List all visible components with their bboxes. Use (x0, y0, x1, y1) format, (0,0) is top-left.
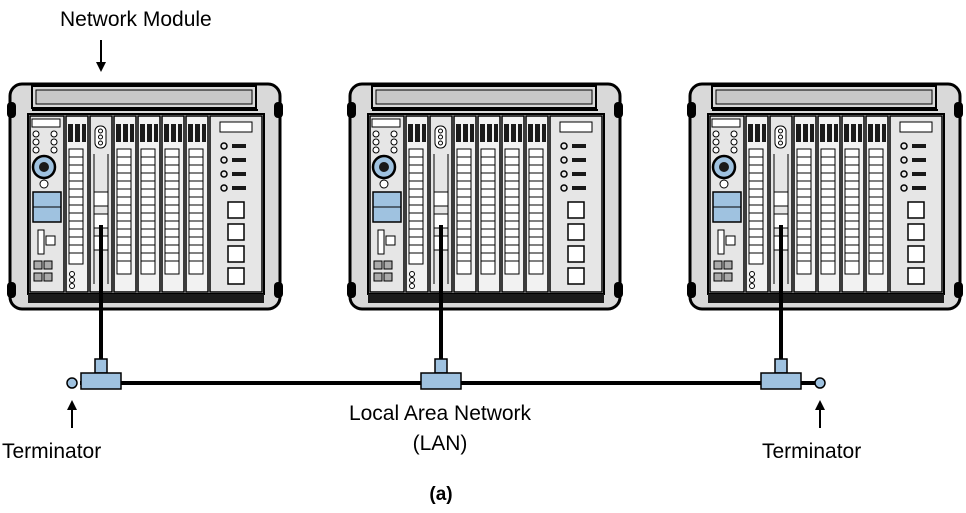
terminator-left-label: Terminator (2, 440, 101, 463)
lan-label-line1: Local Area Network (349, 402, 532, 425)
plc-rack-center (347, 84, 623, 309)
terminator-left-icon (66, 377, 78, 389)
arrow-network-module (96, 40, 106, 72)
network-module-label: Network Module (60, 8, 212, 31)
terminator-right-icon (814, 377, 826, 389)
arrow-terminator-left (67, 400, 77, 428)
figure-caption: (a) (429, 484, 452, 505)
lan-label-line2: (LAN) (413, 432, 468, 455)
terminator-right-label: Terminator (762, 440, 861, 463)
t-connector-left (80, 358, 122, 390)
plc-rack-right (687, 84, 963, 309)
arrow-terminator-right (815, 400, 825, 428)
plc-rack-left (7, 84, 283, 309)
t-connector-center (420, 358, 462, 390)
t-connector-right (760, 358, 802, 390)
